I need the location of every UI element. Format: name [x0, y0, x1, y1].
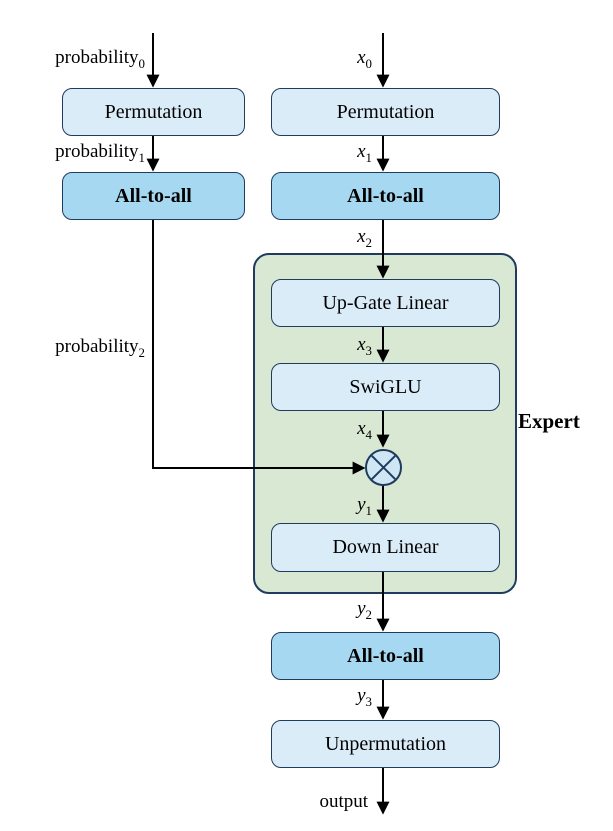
edge-label-output: output — [319, 791, 368, 812]
edge-label-y1: y1 — [357, 494, 372, 518]
node-permutation-left: Permutation — [62, 88, 245, 136]
node-all-to-all-left: All-to-all — [62, 172, 245, 220]
edge-label-y3: y3 — [357, 685, 372, 709]
node-unpermutation: Unpermutation — [271, 720, 500, 768]
node-all-to-all-in: All-to-all — [271, 172, 500, 220]
edge-label-probability2: probability2 — [55, 336, 145, 360]
node-up-gate-linear: Up-Gate Linear — [271, 279, 500, 327]
node-label: All-to-all — [347, 644, 424, 667]
edge-label-y2: y2 — [357, 598, 372, 622]
node-label: All-to-all — [115, 184, 192, 207]
node-label: Up-Gate Linear — [322, 291, 449, 314]
edge-label-x1: x1 — [357, 141, 372, 165]
edge-probability2-to-multiply — [152, 218, 366, 475]
expert-group-label: Expert — [518, 409, 580, 433]
node-label: Unpermutation — [324, 732, 447, 755]
node-label: Permutation — [336, 100, 435, 123]
node-label: All-to-all — [347, 184, 424, 207]
node-all-to-all-out: All-to-all — [271, 632, 500, 680]
node-down-linear: Down Linear — [271, 523, 500, 572]
multiply-icon — [365, 449, 402, 486]
node-permutation-right: Permutation — [271, 88, 500, 136]
edge-label-x0: x0 — [357, 47, 372, 71]
node-label: SwiGLU — [349, 375, 422, 398]
edge-label-x3: x3 — [357, 334, 372, 358]
node-label: Down Linear — [332, 536, 439, 558]
node-swiglu: SwiGLU — [271, 363, 500, 411]
edge-label-x2: x2 — [357, 226, 372, 250]
node-label: Permutation — [104, 100, 203, 123]
edge-label-x4: x4 — [357, 418, 372, 442]
edge-label-probability1: probability1 — [55, 141, 145, 165]
edge-label-probability0: probability0 — [55, 47, 145, 71]
